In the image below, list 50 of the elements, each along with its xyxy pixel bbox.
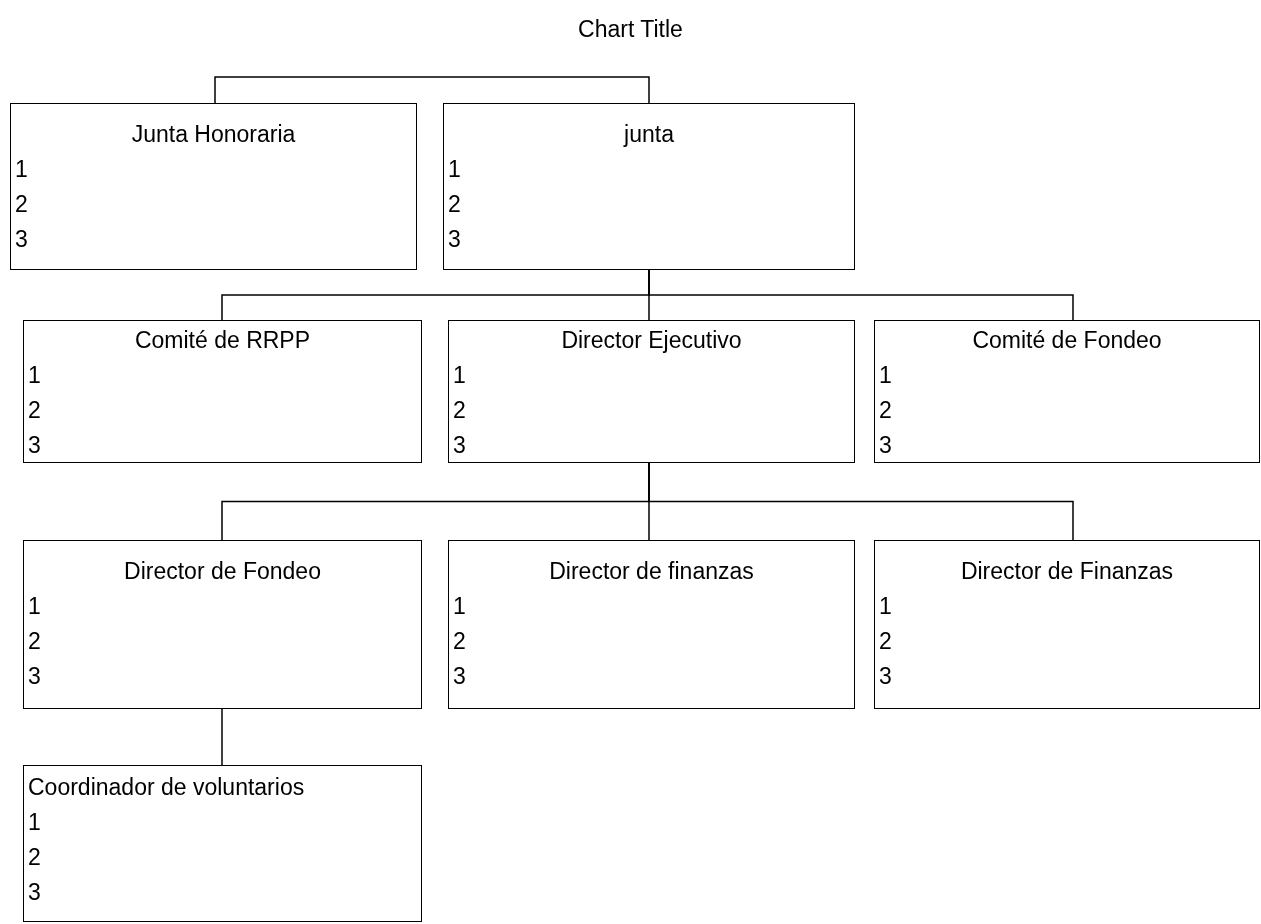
role-title: Comité de RRPP <box>134 326 311 355</box>
member-line: 2 <box>453 396 466 425</box>
member-line: 1 <box>28 592 41 621</box>
member-line: 1 <box>15 155 28 184</box>
connector-line <box>214 76 650 104</box>
member-line: 1 <box>28 361 41 390</box>
member-line: 1 <box>28 808 41 837</box>
member-line: 3 <box>28 431 41 460</box>
chart-title: Chart Title <box>577 16 684 43</box>
member-line: 2 <box>448 190 461 219</box>
org-box <box>10 103 417 270</box>
member-line: 3 <box>28 662 41 691</box>
org-box <box>448 320 855 463</box>
role-title: Coordinador de voluntarios <box>28 773 305 802</box>
org-box <box>874 540 1260 709</box>
member-line: 2 <box>28 396 41 425</box>
member-line: 3 <box>15 225 28 254</box>
org-box <box>874 320 1260 463</box>
role-title: Director de Finanzas <box>960 557 1174 586</box>
org-box <box>23 320 422 463</box>
member-line: 3 <box>879 431 892 460</box>
connector-line <box>648 462 1074 541</box>
member-line: 1 <box>879 361 892 390</box>
role-title: Junta Honoraria <box>131 120 296 149</box>
member-line: 3 <box>453 662 466 691</box>
org-box <box>23 765 422 922</box>
role-title: Director de Fondeo <box>124 557 321 586</box>
role-title: Director Ejecutivo <box>561 326 742 355</box>
member-line: 2 <box>28 627 41 656</box>
member-line: 1 <box>453 361 466 390</box>
role-title: Comité de Fondeo <box>972 326 1162 355</box>
connector-line <box>221 708 223 766</box>
member-line: 3 <box>453 431 466 460</box>
member-line: 2 <box>28 843 41 872</box>
role-title: Director de finanzas <box>549 557 754 586</box>
member-line: 1 <box>448 155 461 184</box>
org-box <box>23 540 422 709</box>
member-line: 2 <box>453 627 466 656</box>
org-box <box>448 540 855 709</box>
member-line: 3 <box>28 878 41 907</box>
member-line: 2 <box>879 627 892 656</box>
member-line: 1 <box>453 592 466 621</box>
member-line: 2 <box>879 396 892 425</box>
member-line: 3 <box>448 225 461 254</box>
member-line: 1 <box>879 592 892 621</box>
member-line: 2 <box>15 190 28 219</box>
connector-line <box>648 269 1074 321</box>
member-line: 3 <box>879 662 892 691</box>
org-box <box>443 103 855 270</box>
role-title: junta <box>624 120 674 149</box>
